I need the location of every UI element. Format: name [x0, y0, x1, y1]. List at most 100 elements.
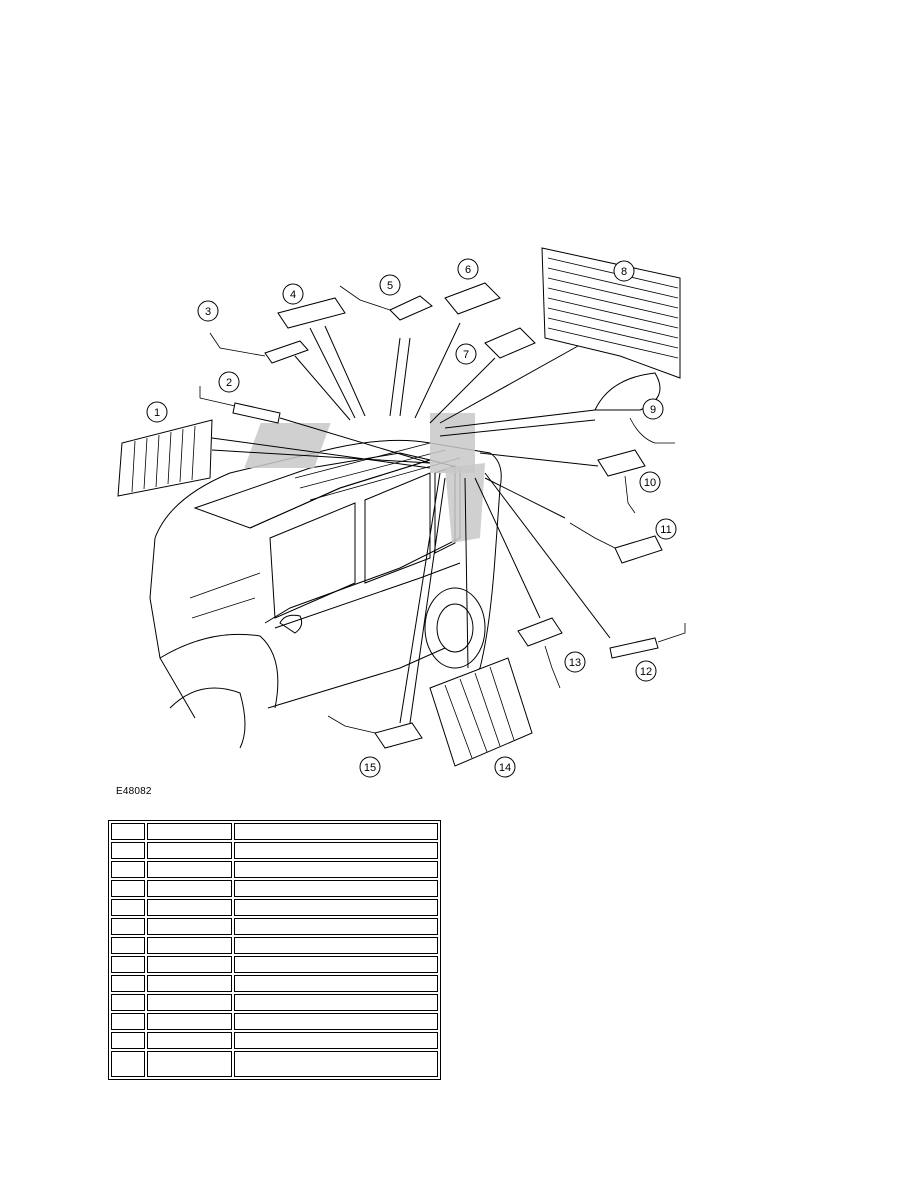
item-7-module: [429, 327, 536, 424]
table-cell: [233, 861, 438, 878]
table-row: [111, 994, 438, 1011]
item-5-module: [339, 285, 433, 417]
table-cell: [146, 994, 232, 1011]
svg-text:2: 2: [226, 377, 232, 389]
callout-14: 14: [494, 756, 516, 778]
table-cell: [146, 842, 232, 859]
table-cell: [146, 899, 232, 916]
table-row: [111, 1051, 438, 1077]
table-cell: [111, 956, 145, 973]
svg-text:6: 6: [465, 264, 471, 276]
callout-7: 7: [455, 343, 477, 365]
item-12-amplifier: [484, 472, 686, 659]
table-cell: [146, 1013, 232, 1030]
callout-15: 15: [359, 756, 381, 778]
table-cell: [146, 823, 232, 840]
table-row: [111, 975, 438, 992]
svg-text:7: 7: [463, 349, 469, 361]
table-cell: [233, 1013, 438, 1030]
callout-11: 11: [655, 518, 677, 540]
svg-text:8: 8: [621, 266, 627, 278]
table-cell: [111, 994, 145, 1011]
table-row: [111, 842, 438, 859]
callout-9: 9: [642, 398, 664, 420]
callout-13: 13: [564, 651, 586, 673]
callout-1: 1: [146, 401, 168, 423]
table-cell: [111, 937, 145, 954]
item-10-module: [479, 449, 646, 514]
table-row: [111, 899, 438, 916]
table-row: [111, 1032, 438, 1049]
table-cell: [233, 975, 438, 992]
table-cell: [111, 880, 145, 897]
table-cell: [111, 861, 145, 878]
svg-text:4: 4: [290, 289, 296, 301]
callout-12: 12: [635, 660, 657, 682]
table-row: [111, 918, 438, 935]
svg-text:5: 5: [387, 280, 393, 292]
table-cell: [233, 823, 438, 840]
item-2-amplifier: [199, 386, 431, 464]
item-6-module: [414, 282, 501, 419]
svg-text:15: 15: [364, 762, 376, 774]
table-cell: [111, 823, 145, 840]
parts-table-body: [111, 823, 438, 1077]
svg-text:1: 1: [154, 407, 160, 419]
item-4-module: [277, 297, 366, 419]
table-cell: [233, 842, 438, 859]
table-cell: [233, 994, 438, 1011]
item-11-module: [484, 477, 663, 564]
table-row: [111, 937, 438, 954]
table-cell: [146, 956, 232, 973]
table-cell: [146, 975, 232, 992]
table-cell: [233, 956, 438, 973]
table-cell: [111, 1013, 145, 1030]
antenna-components-diagram: 1 2 3 4 5 6 7 8 9 10 11 12 13 14 15: [117, 247, 686, 778]
table-row: [111, 956, 438, 973]
table-cell: [146, 861, 232, 878]
parts-table: [108, 820, 441, 1080]
table-cell: [233, 880, 438, 897]
table-row: [111, 861, 438, 878]
table-cell: [111, 975, 145, 992]
item-9-roof-antenna: [439, 372, 675, 444]
callout-3: 3: [197, 300, 219, 322]
callout-5: 5: [379, 274, 401, 296]
figure-code: E48082: [116, 786, 152, 797]
svg-text:9: 9: [650, 404, 656, 416]
item-1-side-glass-antenna: [117, 419, 431, 497]
table-cell: [146, 880, 232, 897]
callout-2: 2: [218, 371, 240, 393]
item-13-module: [474, 477, 563, 689]
svg-text:11: 11: [660, 524, 671, 536]
callout-4: 4: [282, 283, 304, 305]
svg-text:3: 3: [205, 306, 211, 318]
callout-8: 8: [613, 260, 635, 282]
table-cell: [111, 918, 145, 935]
table-cell: [111, 1032, 145, 1049]
table-cell: [233, 918, 438, 935]
item-3-module: [209, 332, 351, 421]
table-cell: [233, 1051, 438, 1077]
table-row: [111, 1013, 438, 1030]
table-cell: [233, 937, 438, 954]
table-row: [111, 880, 438, 897]
item-14-side-window-antenna: [429, 477, 533, 767]
callout-6: 6: [457, 258, 479, 280]
svg-text:10: 10: [644, 477, 656, 489]
callout-10: 10: [639, 471, 661, 493]
item-8-rear-window-antenna: [439, 247, 681, 424]
table-cell: [233, 899, 438, 916]
table-cell: [233, 1032, 438, 1049]
table-cell: [111, 842, 145, 859]
table-cell: [146, 1051, 232, 1077]
svg-text:14: 14: [499, 762, 511, 774]
svg-text:13: 13: [569, 657, 581, 669]
table-cell: [146, 937, 232, 954]
table-cell: [111, 1051, 145, 1077]
table-row: [111, 823, 438, 840]
svg-text:12: 12: [640, 666, 652, 678]
item-15-module: [327, 472, 446, 749]
table-cell: [146, 918, 232, 935]
table-cell: [111, 899, 145, 916]
